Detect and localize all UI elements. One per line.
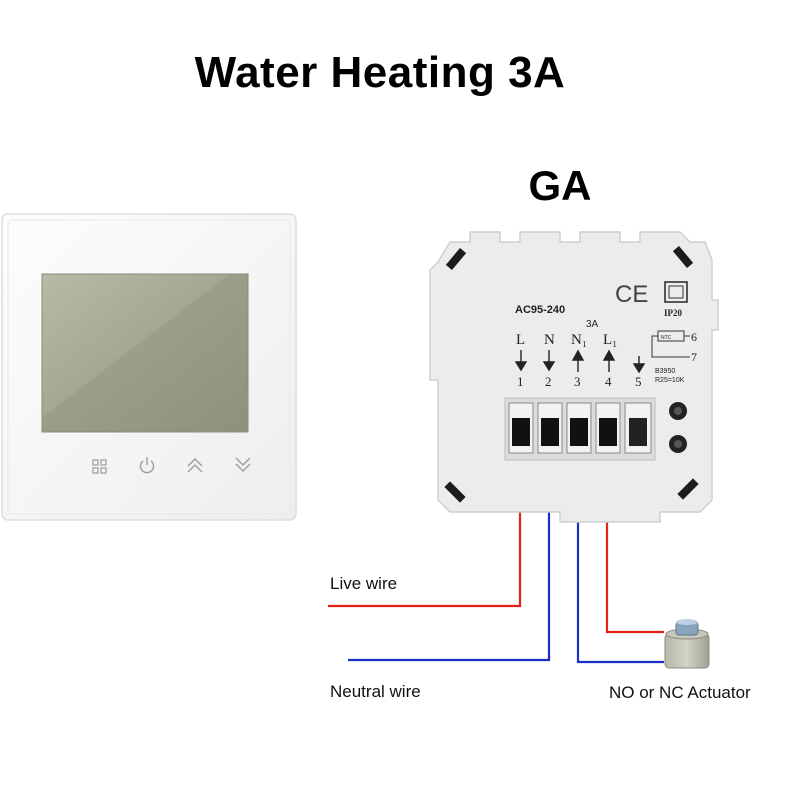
actuator-label: NO or NC Actuator (609, 683, 751, 702)
terminal-arrows (514, 349, 646, 374)
ip-box (664, 281, 688, 303)
thermostat-panel (1, 213, 297, 521)
terminal-letter-4: L₁ (603, 332, 617, 348)
neutral-wire-label: Neutral wire (330, 682, 421, 701)
current-rating: 3A (586, 319, 599, 330)
ntc-label: NTC (661, 335, 672, 341)
menu-icon[interactable] (92, 459, 107, 474)
terminal-number-4: 4 (605, 374, 612, 389)
terminal-number-3: 3 (574, 374, 581, 389)
terminal-letter-3: N₁ (571, 332, 587, 348)
ip-rating: IP20 (664, 308, 683, 318)
terminal-letter-2: N (544, 332, 555, 348)
live-wire-label: Live wire (330, 574, 398, 593)
power-icon[interactable] (139, 457, 155, 474)
ga-module (429, 231, 719, 523)
sensor-spec-2: R25=10K (655, 377, 685, 384)
chevron-up-icon[interactable] (187, 457, 203, 473)
terminal-number-2: 2 (545, 374, 552, 389)
terminal-slots (508, 402, 652, 454)
ce-mark: CE (615, 281, 648, 308)
chevron-down-icon[interactable] (235, 457, 251, 473)
module-model: AC95-240 (515, 304, 565, 316)
thermostat-screen (41, 273, 249, 433)
sensor-spec-1: B3950 (655, 368, 675, 375)
diagram-title: Water Heating 3A (194, 48, 566, 97)
actuator (664, 619, 710, 669)
neutral-wire-line (348, 440, 551, 662)
terminal-number-5: 5 (635, 374, 642, 389)
ntc-pin-6: 6 (691, 330, 697, 344)
terminal-number-1: 1 (517, 374, 524, 389)
ntc-pin-7: 7 (691, 350, 697, 364)
module-label: GA (528, 162, 592, 209)
terminal-letter-1: L (516, 332, 525, 348)
